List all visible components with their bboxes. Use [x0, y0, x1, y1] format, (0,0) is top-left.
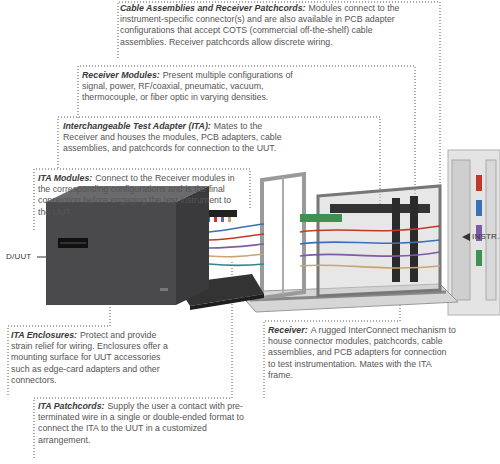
module-pin — [221, 217, 224, 222]
cabinet-connector — [476, 175, 482, 191]
patchcord-wire — [209, 254, 264, 257]
callout-box: Receiver Modules:Present multiple config… — [82, 70, 304, 104]
callout-heading: ITA Patchcords: — [38, 401, 104, 411]
instrument-cabinet — [448, 150, 500, 315]
patchcord-wire — [209, 234, 264, 240]
callout-heading: Cable Assemblies and Receiver Patchcords… — [120, 3, 305, 13]
receiver-connector — [392, 198, 400, 282]
ita-frame — [262, 174, 304, 298]
direction-label: INSTR. — [472, 232, 499, 241]
receiver-frame — [318, 186, 440, 296]
callout-box: ITA Patchcords:Supply the user a contact… — [38, 401, 260, 446]
wire — [300, 252, 440, 256]
receiver-connector — [410, 196, 418, 282]
cabinet-connector — [476, 200, 482, 216]
uut-arrow-line — [37, 257, 46, 258]
enclosure-front — [46, 202, 176, 305]
wire — [300, 265, 440, 268]
callout-box: Receiver:A rugged InterConnect mechanism… — [268, 325, 456, 381]
wire — [300, 240, 440, 244]
callout-heading: Receiver Modules: — [82, 70, 160, 80]
callout-box: ITA Enclosures:Protect and provide strai… — [11, 330, 179, 386]
enclosure-slot — [58, 238, 88, 248]
module-pin — [228, 217, 231, 222]
slot-detail — [60, 243, 86, 244]
pcb-adapter — [300, 214, 342, 222]
callout-heading: ITA Enclosures: — [11, 330, 77, 340]
callout-heading: Receiver: — [268, 325, 308, 335]
cabinet-connector — [476, 250, 482, 266]
cabinet-panel — [486, 160, 496, 300]
callout-heading: ITA Modules: — [38, 173, 92, 183]
module-pin — [214, 217, 217, 222]
patchcord-wire — [209, 224, 264, 232]
cabinet-panel — [452, 160, 470, 300]
patchcord-wire — [209, 264, 264, 266]
ita-frame-bar — [282, 177, 284, 295]
callout-box: ITA Modules:Connect to the Receiver modu… — [38, 173, 242, 218]
callout-box: Cable Assemblies and Receiver Patchcords… — [120, 3, 402, 48]
drawer-lip — [190, 294, 264, 310]
patchcord-wire — [209, 244, 264, 248]
callout-heading: Interchangeable Test Adapter (ITA): — [63, 121, 211, 131]
instr-arrow — [462, 233, 470, 241]
enclosure-mark — [160, 288, 168, 291]
direction-label: D/UUT — [6, 252, 31, 261]
wire — [300, 226, 440, 232]
callout-box: Interchangeable Test Adapter (ITA):Mates… — [63, 121, 289, 155]
